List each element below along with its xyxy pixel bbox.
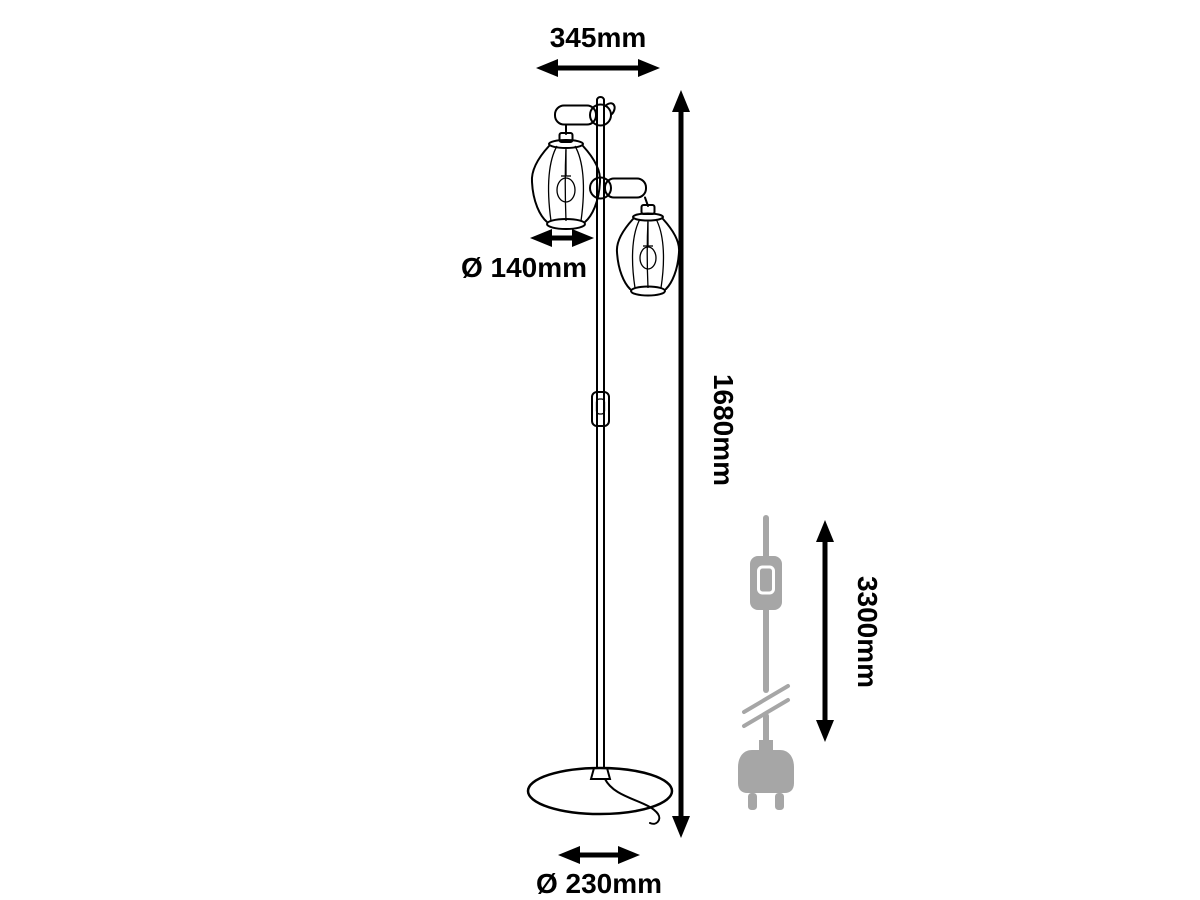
arrow-down-icon bbox=[672, 816, 690, 838]
arrow-right-icon bbox=[572, 229, 594, 247]
dimension-width: 345mm bbox=[536, 22, 660, 77]
lamp-base bbox=[526, 766, 674, 825]
lamp-arm-top bbox=[554, 103, 612, 143]
base-diameter-label: Ø 230mm bbox=[536, 868, 662, 899]
dimension-cable-length: 3300mm bbox=[816, 520, 883, 742]
lamp-bulb-left bbox=[556, 150, 576, 203]
lamp-shade-left bbox=[530, 139, 602, 230]
lamp-shade-right bbox=[615, 212, 681, 297]
dimension-height: 1680mm bbox=[672, 90, 739, 838]
cable-loop-top bbox=[604, 102, 616, 115]
plug-icon bbox=[738, 740, 794, 810]
arrow-left-icon bbox=[530, 229, 552, 247]
cable-switch bbox=[750, 556, 782, 610]
lamp-switch bbox=[591, 391, 610, 427]
arrow-right-icon bbox=[638, 59, 660, 77]
cable-length-label: 3300mm bbox=[852, 576, 883, 688]
arrow-left-icon bbox=[536, 59, 558, 77]
lamp-pole bbox=[596, 96, 616, 771]
arrow-down-icon bbox=[816, 720, 834, 742]
lamp-cable-floor bbox=[604, 778, 661, 825]
lamp-bulb-right bbox=[639, 222, 657, 270]
shade-diameter-label: Ø 140mm bbox=[461, 252, 587, 283]
dimension-base-diameter: Ø 230mm bbox=[536, 846, 662, 899]
height-label: 1680mm bbox=[708, 374, 739, 486]
dimension-shade-diameter: Ø 140mm bbox=[461, 229, 594, 283]
floor-lamp-drawing bbox=[526, 96, 681, 825]
arrow-up-icon bbox=[672, 90, 690, 112]
arrow-left-icon bbox=[558, 846, 580, 864]
cable-diagram bbox=[738, 515, 794, 810]
arrow-right-icon bbox=[618, 846, 640, 864]
arrow-up-icon bbox=[816, 520, 834, 542]
width-label: 345mm bbox=[550, 22, 647, 53]
